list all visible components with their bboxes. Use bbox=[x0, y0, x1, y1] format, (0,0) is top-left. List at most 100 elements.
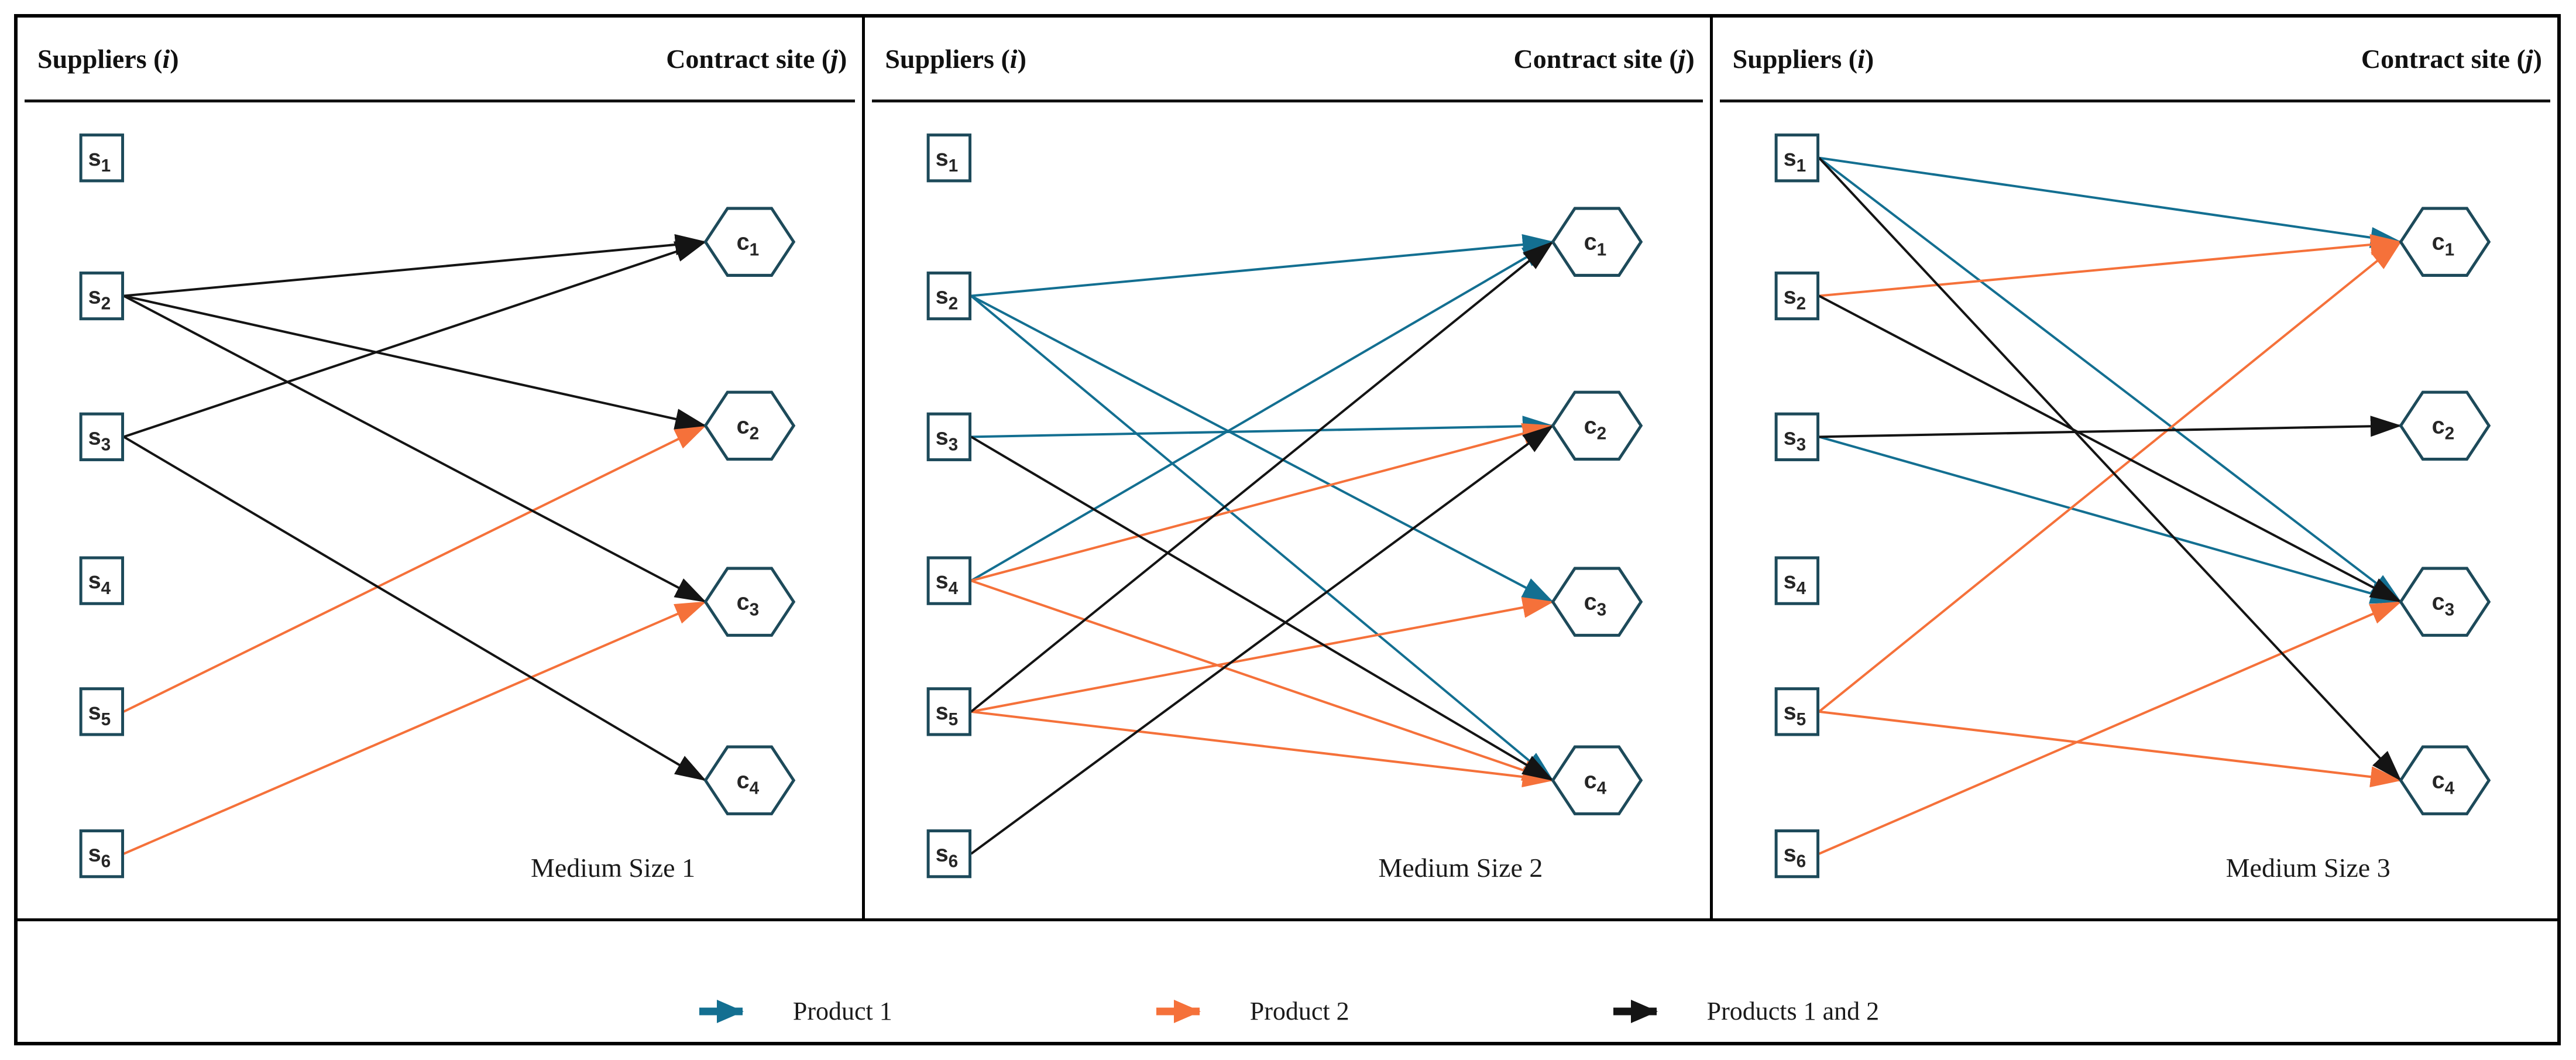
contract-label-c4: c4 bbox=[1584, 767, 1607, 798]
contract-node-c2: c2 bbox=[703, 390, 796, 461]
supplier-label-base: s bbox=[88, 568, 101, 594]
contract-node-c1: c1 bbox=[2399, 207, 2491, 277]
supplier-label-base: s bbox=[88, 699, 101, 725]
header-underline bbox=[1719, 100, 2550, 102]
contract-hexagon-c3 bbox=[1551, 567, 1643, 637]
supplier-label-s2: s2 bbox=[88, 283, 111, 313]
edge-s2-c3 bbox=[970, 294, 1554, 603]
supplier-label-sub: 4 bbox=[949, 579, 959, 598]
edge-s4-c2 bbox=[971, 423, 1554, 582]
edge-s3-c2 bbox=[1819, 416, 2402, 438]
contract-node-c3: c3 bbox=[2399, 567, 2491, 637]
contract-header-close: ) bbox=[838, 44, 847, 74]
contract-label-sub: 1 bbox=[2444, 240, 2454, 259]
supplier-label-sub: 4 bbox=[1796, 579, 1806, 598]
supplier-node-s6: s6 bbox=[79, 829, 125, 879]
legend-arrow-product2-icon bbox=[1156, 999, 1201, 1023]
edge-s5-c1 bbox=[1818, 241, 2402, 713]
edge-s2-c2 bbox=[123, 294, 707, 430]
supplier-box-s1 bbox=[79, 133, 125, 183]
contract-header-var: j bbox=[1678, 44, 1686, 74]
contract-header-text: Contract site ( bbox=[2361, 44, 2526, 74]
supplier-label-s5: s5 bbox=[936, 699, 959, 729]
edge-s3-c4 bbox=[123, 435, 707, 781]
supplier-node-s5: s5 bbox=[926, 687, 972, 736]
supplier-label-base: s bbox=[936, 568, 949, 594]
contract-label-sub: 3 bbox=[2444, 600, 2454, 619]
edge-s2-c1 bbox=[123, 234, 707, 297]
panel-header: Suppliers (i) Contract site (j) bbox=[1733, 43, 2542, 74]
edge-s5-c1 bbox=[970, 241, 1554, 713]
suppliers-header-var: i bbox=[162, 44, 170, 74]
legend-arrow-product1-icon bbox=[699, 999, 744, 1023]
supplier-label-base: s bbox=[88, 841, 101, 867]
supplier-label-base: s bbox=[936, 145, 949, 171]
contract-hexagon-c4 bbox=[1551, 745, 1643, 815]
contract-header-close: ) bbox=[2533, 44, 2542, 74]
legend-label: Product 2 bbox=[1249, 997, 1349, 1025]
supplier-label-sub: 2 bbox=[1796, 294, 1806, 313]
supplier-label-s1: s1 bbox=[936, 145, 959, 176]
edge-s1-c1 bbox=[1818, 156, 2402, 248]
edge-s6-c2 bbox=[970, 424, 1554, 855]
supplier-label-base: s bbox=[936, 841, 949, 867]
supplier-label-sub: 3 bbox=[1796, 435, 1806, 454]
supplier-node-s1: s1 bbox=[79, 133, 125, 183]
supplier-label-s2: s2 bbox=[1783, 283, 1806, 313]
supplier-box-s3 bbox=[79, 412, 125, 461]
supplier-box-s1 bbox=[926, 133, 972, 183]
supplier-node-s1: s1 bbox=[1774, 133, 1819, 183]
panel-caption: Medium Size 2 bbox=[1378, 853, 1543, 883]
supplier-label-s4: s4 bbox=[936, 568, 959, 598]
panel-header: Suppliers (i)Contract site (j) bbox=[37, 43, 847, 74]
contract-node-c4: c4 bbox=[2399, 745, 2491, 815]
supplier-box-s6 bbox=[1774, 829, 1819, 879]
supplier-node-s3: s3 bbox=[79, 412, 125, 461]
suppliers-header-text: Suppliers ( bbox=[1732, 44, 1858, 74]
contract-label-c3: c3 bbox=[2431, 589, 2454, 619]
supplier-label-s6: s6 bbox=[1783, 841, 1806, 872]
contract-label-base: c bbox=[2431, 413, 2444, 438]
suppliers-column-header: Suppliers (i) bbox=[1733, 43, 1874, 74]
contract-header-text: Contract site ( bbox=[666, 44, 831, 74]
contract-label-c1: c1 bbox=[1584, 229, 1607, 259]
supplier-box-s2 bbox=[79, 271, 125, 321]
suppliers-header-text: Suppliers ( bbox=[885, 44, 1010, 74]
supplier-label-sub: 1 bbox=[1796, 156, 1806, 175]
suppliers-header-close: ) bbox=[170, 44, 179, 74]
panel-header: Suppliers (i)Contract site (j) bbox=[885, 43, 1694, 74]
edge-s2-c3 bbox=[123, 294, 707, 603]
contract-hexagon-c4 bbox=[703, 745, 796, 815]
contract-label-c3: c3 bbox=[737, 589, 760, 619]
supplier-box-s3 bbox=[926, 412, 972, 461]
edge-s2-c1 bbox=[971, 234, 1554, 297]
supplier-label-base: s bbox=[88, 424, 101, 450]
supplier-label-sub: 6 bbox=[101, 852, 111, 871]
contract-header-var: j bbox=[2525, 44, 2533, 74]
suppliers-header-close: ) bbox=[1864, 44, 1874, 74]
contract-column-header: Contract site (j) bbox=[666, 43, 847, 74]
supplier-label-base: s bbox=[1783, 568, 1796, 594]
contract-label-base: c bbox=[1584, 767, 1597, 793]
suppliers-header-text: Suppliers ( bbox=[37, 44, 163, 74]
suppliers-column-header: Suppliers (i) bbox=[885, 43, 1026, 74]
legend-item-product12: Products 1 and 2 bbox=[1610, 996, 1879, 1026]
panel-caption: Medium Size 1 bbox=[530, 853, 696, 883]
contract-label-base: c bbox=[1584, 589, 1597, 615]
supplier-label-base: s bbox=[1783, 699, 1796, 725]
contract-label-sub: 1 bbox=[1597, 240, 1607, 259]
contract-node-c2: c2 bbox=[2399, 390, 2491, 461]
legend-item-product2: Product 2 bbox=[1153, 996, 1349, 1026]
supplier-box-s5 bbox=[1774, 687, 1819, 736]
edge-s1-c3 bbox=[1818, 157, 2402, 603]
contract-label-base: c bbox=[2431, 589, 2444, 615]
supplier-box-s4 bbox=[1774, 556, 1819, 605]
contract-node-c1: c1 bbox=[703, 207, 796, 277]
contract-label-base: c bbox=[2431, 229, 2444, 255]
supplier-label-s4: s4 bbox=[1783, 568, 1806, 598]
